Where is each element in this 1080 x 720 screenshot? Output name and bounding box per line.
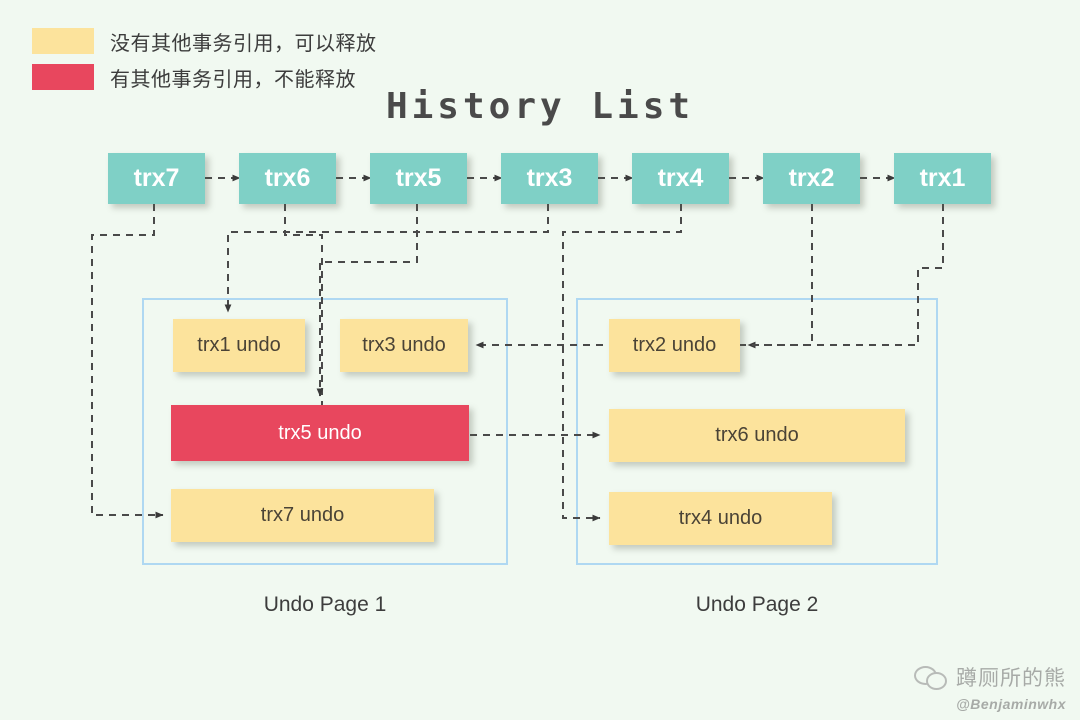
history-node-trx6[interactable]: trx6 (239, 153, 336, 204)
legend-item-releasable: 没有其他事务引用，可以释放 (32, 26, 377, 56)
history-node-trx1[interactable]: trx1 (894, 153, 991, 204)
wechat-icon (914, 664, 948, 690)
undo-entry-trx3-undo[interactable]: trx3 undo (340, 319, 468, 372)
undo-entry-trx2-undo[interactable]: trx2 undo (609, 319, 740, 372)
undo-entry-trx6-undo[interactable]: trx6 undo (609, 409, 905, 462)
history-node-trx4[interactable]: trx4 (632, 153, 729, 204)
undo-page-2-label: Undo Page 2 (695, 593, 819, 616)
history-node-trx3[interactable]: trx3 (501, 153, 598, 204)
legend-item-locked: 有其他事务引用，不能释放 (32, 62, 377, 92)
watermark-top-row: 蹲厕所的熊 (914, 662, 1066, 692)
diagram-title: History List (385, 86, 695, 127)
undo-entry-trx1-undo[interactable]: trx1 undo (173, 319, 305, 372)
watermark: 蹲厕所的熊 @Benjaminwhx (914, 662, 1066, 712)
pointer-trx6-to-trx6-undo (284, 204, 601, 439)
legend-swatch-locked (32, 64, 94, 90)
legend: 没有其他事务引用，可以释放 有其他事务引用，不能释放 (32, 26, 377, 98)
pointer-trx7-to-trx7-undo (91, 204, 164, 519)
watermark-handle: @Benjaminwhx (956, 696, 1066, 712)
history-node-trx7[interactable]: trx7 (108, 153, 205, 204)
history-node-trx2[interactable]: trx2 (763, 153, 860, 204)
undo-entry-trx4-undo[interactable]: trx4 undo (609, 492, 832, 545)
undo-entry-trx5-undo[interactable]: trx5 undo (171, 405, 469, 461)
undo-page-1-label: Undo Page 1 (263, 593, 387, 616)
undo-entry-trx7-undo[interactable]: trx7 undo (171, 489, 434, 542)
pointer-trx2-to-trx2-undo (747, 204, 813, 349)
watermark-name: 蹲厕所的熊 (956, 667, 1066, 690)
pointer-trx3-to-trx1-undo (224, 204, 549, 313)
history-node-trx5[interactable]: trx5 (370, 153, 467, 204)
undo-page-1-container (142, 298, 508, 565)
pointer-trx4-to-trx4-undo (562, 204, 682, 522)
undo-page-2-container (576, 298, 938, 565)
legend-label-locked: 有其他事务引用，不能释放 (110, 68, 356, 91)
legend-swatch-releasable (32, 28, 94, 54)
pointer-trx1-to-trx3-undo (475, 204, 944, 349)
legend-label-releasable: 没有其他事务引用，可以释放 (110, 32, 377, 55)
